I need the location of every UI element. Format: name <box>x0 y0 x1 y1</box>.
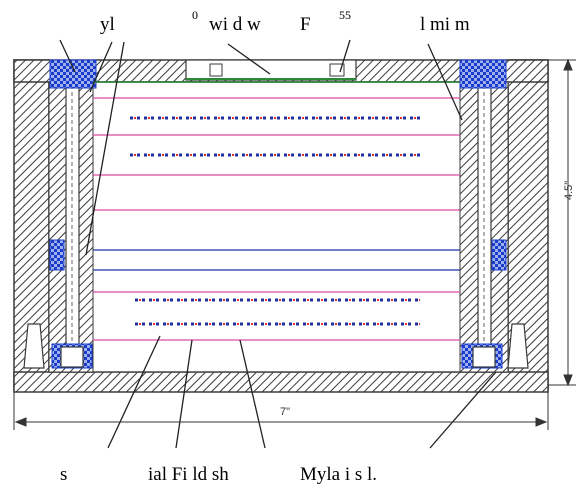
top-leader-lines <box>59 39 463 256</box>
label-window-superscript: 0 <box>192 8 198 22</box>
field-cage-lines <box>93 249 460 271</box>
source-holder <box>209 63 223 77</box>
label-mylar: Myla i s l. <box>300 464 377 485</box>
bottom-base <box>13 371 549 393</box>
bottom-leader-lines <box>107 335 497 449</box>
height-dimension-label: 4.5" <box>563 181 575 200</box>
label-field-shield: ial Fi ld sh <box>148 464 229 485</box>
insulator-top-left <box>49 59 97 89</box>
left-nut <box>60 346 84 368</box>
source-holder-right <box>329 63 345 77</box>
width-dimension-label: 7" <box>280 406 290 418</box>
insulator-top-right <box>459 59 507 89</box>
insulator-mid-right <box>491 239 507 271</box>
height-dimension <box>548 58 576 387</box>
right-nut <box>472 346 496 368</box>
label-cylinder: yl <box>100 14 115 35</box>
label-window: wi d w <box>209 14 261 35</box>
right-corner-bolt <box>507 323 529 369</box>
left-corner-bolt <box>23 323 45 369</box>
inner-chamber <box>48 81 509 373</box>
insulator-mid-left <box>49 239 65 271</box>
label-source: s <box>60 464 67 485</box>
width-dimension <box>13 392 549 430</box>
label-fe55-superscript: 55 <box>339 8 351 22</box>
label-aluminum: l mi m <box>420 14 470 35</box>
label-fe55: F <box>300 14 311 35</box>
field-shaping-rings <box>93 97 460 341</box>
